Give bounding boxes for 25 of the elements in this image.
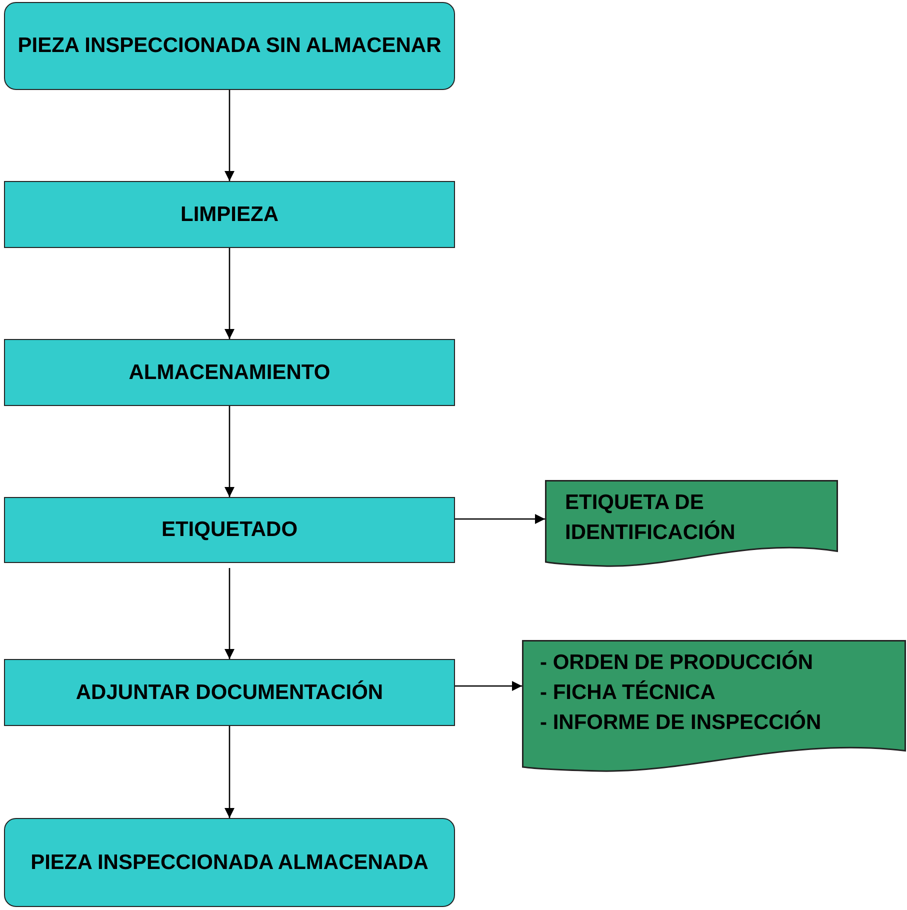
process-box — [4, 339, 455, 406]
arrow — [455, 681, 522, 691]
arrow — [224, 90, 234, 181]
arrow — [224, 726, 234, 818]
arrow — [455, 514, 545, 524]
box-label: PIEZA INSPECCIONADA ALMACENADA — [30, 850, 428, 876]
arrow — [224, 568, 234, 659]
box-label: ETIQUETADO — [161, 517, 298, 543]
arrow — [224, 248, 234, 339]
box-label: ADJUNTAR DOCUMENTACIÓN — [76, 679, 384, 706]
document-shape — [545, 480, 838, 570]
box-label: ALMACENAMIENTO — [128, 360, 330, 386]
process-box — [4, 659, 455, 726]
box-label: LIMPIEZA — [180, 202, 278, 228]
arrow — [224, 406, 234, 497]
document-text: - ORDEN DE PRODUCCIÓN — [540, 649, 814, 676]
process-box — [4, 818, 455, 907]
box-label: PIEZA INSPECCIONADA SIN ALMACENAR — [18, 33, 442, 59]
document-text: ETIQUETA DE IDENTIFICACIÓN — [565, 490, 736, 546]
document-shape — [522, 640, 906, 775]
document-text: - INFORME DE INSPECCIÓN — [540, 709, 822, 736]
process-box — [4, 181, 455, 248]
process-box — [4, 497, 455, 563]
document-text: - FICHA TÉCNICA — [540, 679, 716, 706]
process-box — [4, 2, 455, 90]
